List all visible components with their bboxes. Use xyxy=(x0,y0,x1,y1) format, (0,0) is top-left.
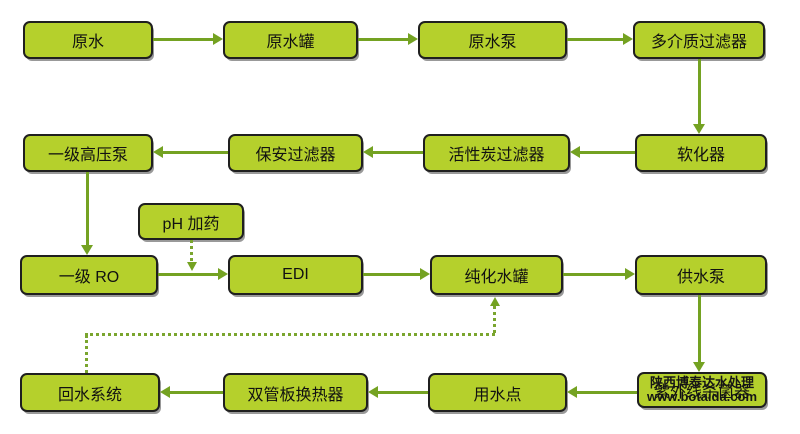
node-raw-water-tank: 原水罐 xyxy=(223,21,358,59)
node-softener: 软化器 xyxy=(635,134,767,172)
arrow-uv-sterilizer-to-use-point xyxy=(567,386,637,398)
node-security-filter: 保安过滤器 xyxy=(228,134,363,172)
node-purified-water-tank: 纯化水罐 xyxy=(430,255,563,295)
node-raw-water: 原水 xyxy=(23,21,153,59)
dotted-line-return-across xyxy=(85,333,495,336)
node-uv-sterilizer: 紫外线杀菌器 xyxy=(637,372,767,408)
dotted-line-return-system-up xyxy=(85,335,88,373)
arrow-heat-exchanger-to-return-system xyxy=(160,386,223,398)
arrow-purified-tank-to-supply-pump xyxy=(563,268,635,280)
node-supply-pump: 供水泵 xyxy=(635,255,767,295)
arrow-use-point-to-heat-exchanger xyxy=(368,386,428,398)
node-raw-water-pump: 原水泵 xyxy=(418,21,567,59)
node-use-point: 用水点 xyxy=(428,373,567,412)
arrow-raw-water-to-tank xyxy=(153,33,223,45)
dotted-arrow-into-purified-tank xyxy=(490,297,500,333)
node-edi: EDI xyxy=(228,255,363,295)
arrow-high-pressure-pump-to-ro xyxy=(81,172,93,255)
node-return-water-system: 回水系统 xyxy=(20,373,160,412)
node-ph-dosing: pH 加药 xyxy=(138,203,244,240)
arrow-pump-to-multimedia-filter xyxy=(567,33,633,45)
node-multimedia-filter: 多介质过滤器 xyxy=(633,21,765,59)
arrow-tank-to-pump xyxy=(358,33,418,45)
node-ro-stage1: 一级 RO xyxy=(20,255,158,295)
node-carbon-filter: 活性炭过滤器 xyxy=(423,134,570,172)
node-high-pressure-pump: 一级高压泵 xyxy=(23,134,153,172)
arrow-multimedia-filter-to-softener xyxy=(693,59,705,134)
arrow-softener-to-carbon-filter xyxy=(570,146,635,158)
arrow-ro-to-edi xyxy=(158,268,228,280)
arrow-carbon-filter-to-security-filter xyxy=(363,146,423,158)
dotted-arrow-ph-dosing-to-ro-edi-line xyxy=(187,240,197,271)
arrow-security-filter-to-high-pressure-pump xyxy=(153,146,228,158)
arrow-edi-to-purified-tank xyxy=(363,268,430,280)
node-heat-exchanger: 双管板换热器 xyxy=(223,373,368,412)
arrow-supply-pump-to-uv-sterilizer xyxy=(693,295,705,372)
